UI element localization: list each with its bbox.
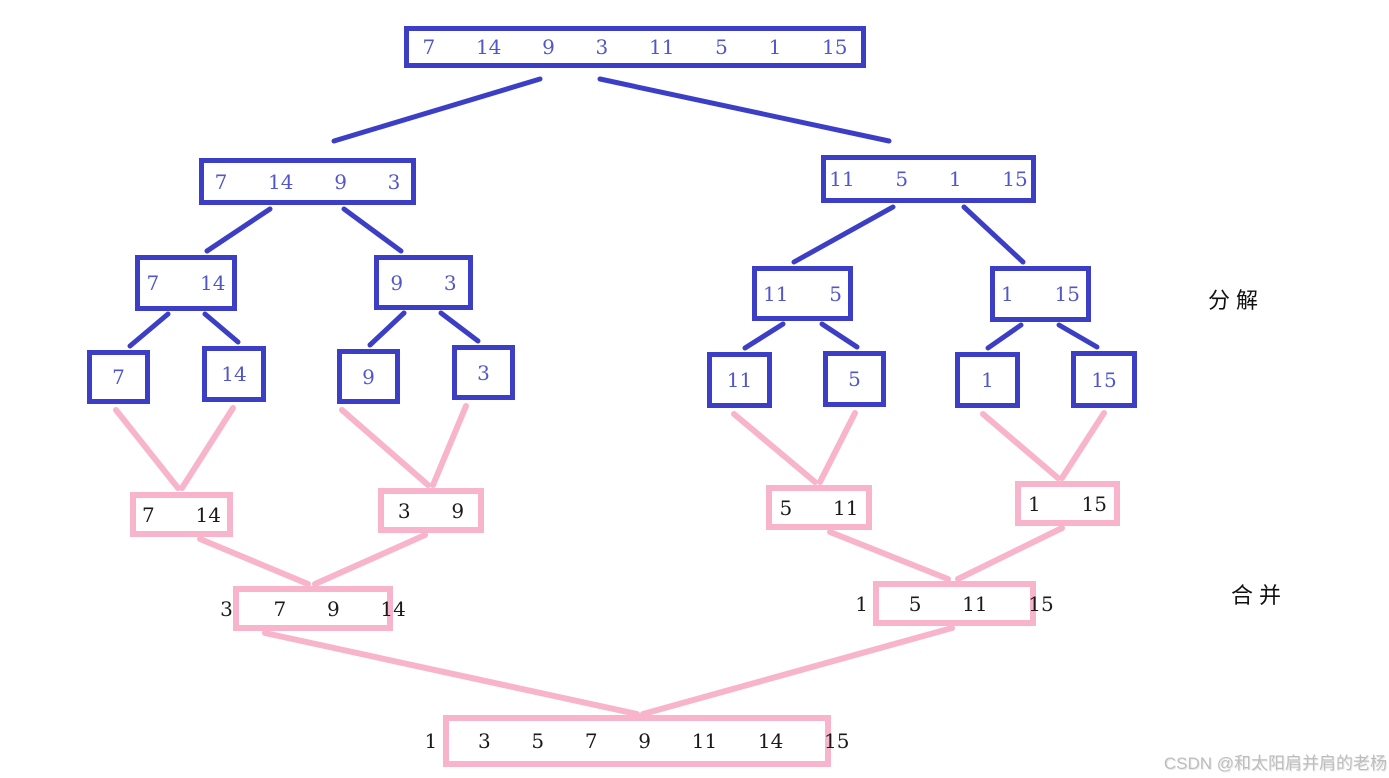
blue-connector-line (742, 321, 786, 351)
merge-node: 3 7 9 14 (220, 586, 406, 631)
merge-node: 7 14 (130, 492, 233, 537)
blue-connector-line (204, 206, 273, 254)
blue-connector-line (202, 311, 241, 345)
pink-connector-line (113, 407, 181, 491)
split-node: 9 (337, 349, 400, 404)
csdn-watermark: CSDN @和太阳肩并肩的老杨 (1163, 754, 1387, 773)
pink-connector-line (262, 630, 640, 717)
split-node: 11 (707, 352, 772, 408)
pink-connector-line (640, 625, 955, 717)
split-node: 5 (823, 351, 886, 407)
split-node: 7 14 (135, 255, 237, 311)
pink-connector-line (731, 411, 818, 485)
pink-connector-line (955, 525, 1065, 582)
blue-connector-line (438, 310, 481, 344)
split-node: 11 5 (752, 266, 853, 321)
split-node: 9 3 (374, 255, 473, 310)
merge-node: 1 15 (1015, 481, 1120, 526)
blue-connector-line (985, 322, 1024, 351)
split-node: 1 15 (990, 266, 1091, 322)
pink-connector-line (197, 536, 311, 587)
split-node: 1 (955, 352, 1020, 408)
blue-connector-line (341, 206, 404, 254)
blue-connector-line (819, 321, 860, 350)
split-node: 15 (1071, 351, 1137, 408)
pink-connector-line (339, 407, 431, 488)
split-node: 7 14 9 3 (199, 158, 416, 205)
merge-stage-label: 合并 (1231, 584, 1288, 609)
pink-connector-line (827, 529, 951, 582)
pink-connector-line (312, 532, 428, 587)
blue-connector-line (961, 204, 1026, 265)
pink-connector-line (179, 405, 236, 491)
split-node: 11 5 1 15 (821, 155, 1036, 203)
pink-connector-line (430, 403, 469, 488)
split-node: 7 14 9 3 11 5 1 15 (404, 26, 866, 68)
pink-connector-line (817, 410, 858, 485)
split-node: 14 (202, 346, 266, 402)
decompose-stage-label: 分解 (1208, 289, 1265, 314)
blue-connector-line (331, 76, 543, 144)
pink-connector-line (980, 411, 1061, 481)
blue-connector-line (127, 311, 171, 349)
merge-node: 1 5 11 15 (855, 581, 1054, 626)
pink-connector-line (1059, 410, 1107, 481)
merge-node: 1 3 5 7 9 11 14 15 (425, 715, 850, 767)
split-node: 3 (452, 345, 515, 400)
blue-connector-line (597, 76, 892, 144)
blue-connector-line (1056, 322, 1100, 350)
merge-node: 3 9 (378, 488, 484, 533)
split-node: 7 (87, 350, 150, 404)
blue-connector-line (367, 310, 407, 348)
blue-connector-line (791, 204, 896, 265)
merge-node: 5 11 (766, 485, 872, 530)
